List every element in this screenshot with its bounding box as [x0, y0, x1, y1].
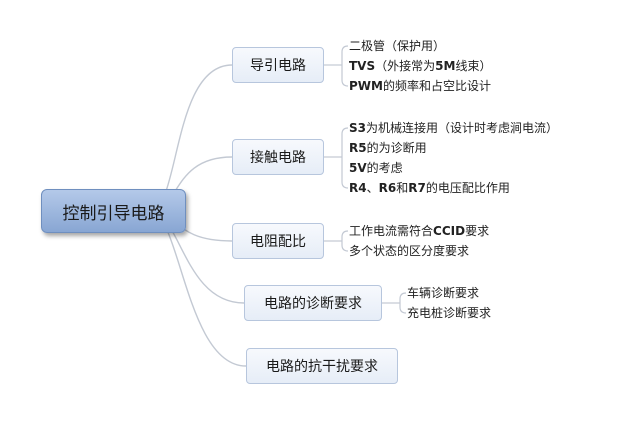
leaf-text: 的频率和占空比设计 — [382, 79, 491, 93]
leaf-text: S3 — [349, 121, 366, 135]
leaf-text: 和 — [396, 181, 409, 195]
branch-topic[interactable]: 电阻配比 — [232, 223, 324, 259]
leaf-text: 工作电流需符合 — [349, 224, 434, 238]
leaf-topic[interactable]: 5V的考虑 — [349, 160, 403, 176]
leaf-text: 线束） — [455, 59, 492, 73]
leaf-text: R5 — [349, 141, 367, 155]
leaf-text: 5M — [435, 59, 456, 73]
root-topic[interactable]: 控制引导电路 — [41, 189, 186, 233]
leaf-text: TVS — [349, 59, 376, 73]
leaf-topic[interactable]: 二极管（保护用） — [349, 38, 445, 54]
leaf-text: 多个状态的区分度要求 — [349, 244, 470, 258]
leaf-text: 的电压配比作用 — [425, 181, 510, 195]
leaf-text: 、 — [366, 181, 379, 195]
leaf-topic[interactable]: S3为机械连接用（设计时考虑涧电流） — [349, 120, 558, 136]
leaf-text: 5V — [349, 161, 367, 175]
leaf-topic[interactable]: R4、R6和R7的电压配比作用 — [349, 180, 510, 196]
leaf-text: R6 — [378, 181, 397, 195]
leaf-topic[interactable]: 多个状态的区分度要求 — [349, 243, 469, 259]
leaf-text: 的为诊断用 — [366, 141, 427, 155]
leaf-text: R4 — [349, 181, 367, 195]
leaf-text: 充电桩诊断要求 — [407, 306, 492, 320]
branch-topic[interactable]: 导引电路 — [232, 47, 324, 83]
leaf-topic[interactable]: 充电桩诊断要求 — [407, 305, 491, 321]
branch-topic[interactable]: 电路的诊断要求 — [244, 285, 382, 321]
leaf-topic[interactable]: R5的为诊断用 — [349, 140, 427, 156]
leaf-topic[interactable]: PWM的频率和占空比设计 — [349, 78, 491, 94]
leaf-text: 为机械连接用（设计时考虑涧电流） — [366, 121, 559, 135]
branch-topic[interactable]: 接触电路 — [232, 139, 324, 175]
leaf-topic[interactable]: 车辆诊断要求 — [407, 285, 479, 301]
connector-line — [341, 230, 349, 252]
connector-line — [341, 127, 349, 189]
leaf-topic[interactable]: 工作电流需符合CCID要求 — [349, 223, 489, 239]
branch-topic[interactable]: 电路的抗干扰要求 — [246, 348, 398, 384]
leaf-text: 的考虑 — [366, 161, 403, 175]
leaf-text: R7 — [408, 181, 426, 195]
leaf-text: （外接常为 — [375, 59, 436, 73]
leaf-topic[interactable]: TVS（外接常为5M线束） — [349, 58, 491, 74]
leaf-text: PWM — [349, 79, 383, 93]
leaf-text: 车辆诊断要求 — [407, 286, 480, 300]
leaf-text: 二极管（保护用） — [349, 39, 446, 53]
leaf-text: CCID — [433, 224, 466, 238]
leaf-text: 要求 — [465, 224, 490, 238]
connector-line — [341, 45, 349, 87]
connector-line — [399, 292, 407, 314]
